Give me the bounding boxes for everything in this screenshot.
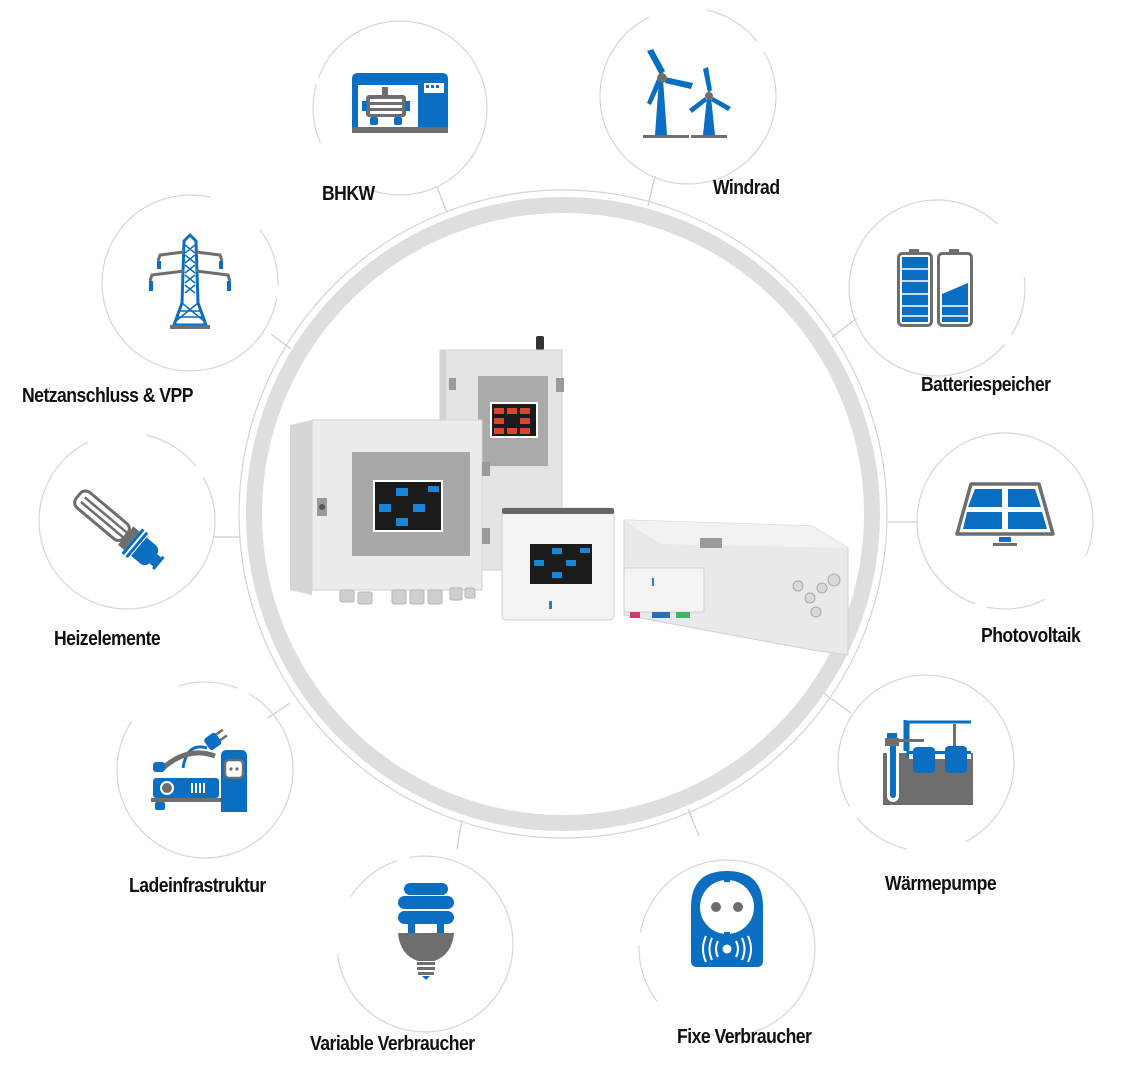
connector-lines: [213, 175, 918, 850]
heat-pump-icon: [883, 720, 973, 805]
node-label-waermepumpe: Wärmepumpe: [885, 873, 997, 895]
node-label-photovoltaik: Photovoltaik: [981, 625, 1081, 647]
node-label-netzanschluss: Netzanschluss & VPP: [22, 385, 193, 407]
heating-element-icon: [73, 489, 165, 571]
wind-turbine-icon: [643, 49, 731, 138]
ev-charger-icon: [151, 728, 247, 812]
node-label-variable-verbraucher: Variable Verbraucher: [310, 1033, 475, 1055]
node-label-fixe-verbraucher: Fixe Verbraucher: [677, 1026, 812, 1048]
node-label-batteriespeicher: Batteriespeicher: [921, 374, 1051, 396]
battery-icon: [897, 249, 973, 327]
node-circles: [38, 7, 1094, 1037]
product-group-image: [290, 336, 849, 656]
power-pylon-icon: [148, 233, 232, 329]
chp-generator-icon: [352, 73, 448, 133]
smart-plug-icon: [691, 871, 763, 967]
light-bulb-icon: [398, 883, 454, 980]
central-ring: [238, 189, 888, 839]
node-label-windrad: Windrad: [713, 177, 780, 199]
node-label-bhkw: BHKW: [322, 183, 375, 205]
solar-panel-icon: [955, 482, 1055, 546]
node-label-ladeinfrastruktur: Ladeinfrastruktur: [129, 875, 266, 897]
node-label-heizelemente: Heizelemente: [54, 628, 161, 650]
